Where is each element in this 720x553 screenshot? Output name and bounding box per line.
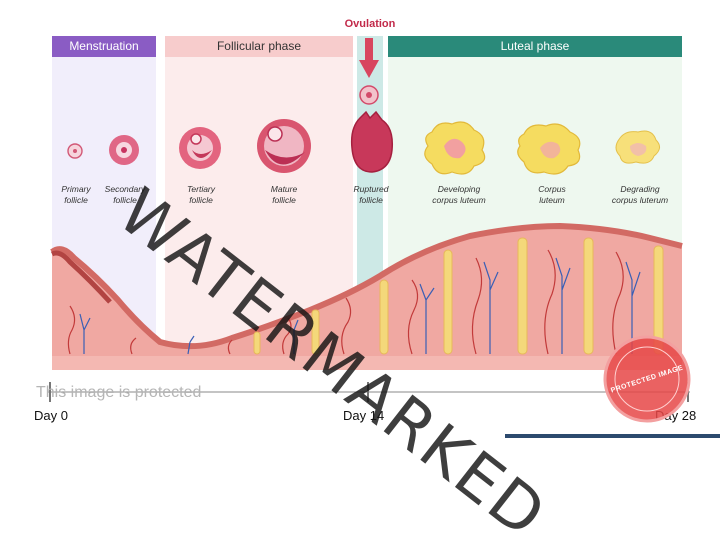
menstruation-header-bar bbox=[52, 36, 156, 57]
developing-corpus-luteum-icon bbox=[424, 121, 486, 175]
stage-caption: Corpus luteum bbox=[520, 184, 584, 206]
ruptured-follicle-icon bbox=[350, 110, 394, 173]
stage-caption: Secondary follicle bbox=[93, 184, 157, 206]
stage-caption: Degrading corpus luterum bbox=[600, 184, 680, 206]
released-egg-icon bbox=[359, 85, 379, 105]
follicular-phase-label: Follicular phase bbox=[216, 39, 302, 53]
day-0-label: Day 0 bbox=[34, 408, 68, 423]
stage-caption: Tertiary follicle bbox=[170, 184, 232, 206]
stage-caption-line1: Tertiary bbox=[186, 184, 216, 194]
stage-caption-line1: Degrading bbox=[620, 184, 660, 194]
ovulation-label: Ovulation bbox=[344, 18, 396, 30]
follicular-header-bar bbox=[165, 36, 353, 57]
stamp-icon bbox=[603, 335, 691, 423]
stage-caption-line2: follicle bbox=[64, 195, 88, 205]
stage-caption: Developing corpus luteum bbox=[418, 184, 500, 206]
secondary-follicle-icon bbox=[109, 135, 139, 165]
stage-caption: Primary follicle bbox=[45, 184, 107, 206]
stage-caption-line2: follicle bbox=[272, 195, 296, 205]
stage-caption-line1: Primary bbox=[61, 184, 91, 194]
stage-caption: Mature follicle bbox=[253, 184, 315, 206]
stage-caption-line1: Corpus bbox=[538, 184, 566, 194]
primary-follicle-icon bbox=[67, 143, 83, 159]
protected-notice: This image is protected bbox=[36, 384, 202, 401]
stage-caption-line2: follicle bbox=[359, 195, 383, 205]
tertiary-follicle-icon bbox=[179, 127, 221, 169]
ovulation-arrow-icon bbox=[359, 38, 379, 78]
protected-image-stamp: PROTECTED IMAGE bbox=[598, 334, 696, 424]
stage-caption-line1: Mature bbox=[270, 184, 298, 194]
luteal-phase-label: Luteal phase bbox=[500, 39, 570, 53]
degrading-corpus-luteum-icon bbox=[615, 130, 660, 164]
stage-caption-line2: luteum bbox=[539, 195, 565, 205]
stage-caption-line1: Secondary bbox=[104, 184, 146, 194]
stage-caption-line2: corpus luterum bbox=[611, 195, 669, 205]
diagram-canvas bbox=[48, 36, 720, 438]
footer-bar bbox=[505, 434, 720, 438]
mature-follicle-icon bbox=[257, 119, 311, 173]
stage-caption-line2: follicle bbox=[113, 195, 137, 205]
stage-caption-line1: Developing bbox=[437, 184, 481, 194]
stage-caption-line1: Ruptured bbox=[353, 184, 389, 194]
menstruation-label: Menstruation bbox=[69, 39, 139, 53]
day-14-label: Day 14 bbox=[343, 408, 385, 423]
stage-caption-line2: follicle bbox=[189, 195, 213, 205]
stage-caption: Ruptured follicle bbox=[340, 184, 402, 206]
corpus-luteum-icon bbox=[517, 123, 581, 175]
blood-vessels bbox=[67, 249, 641, 355]
endometrial-glands bbox=[253, 237, 664, 355]
menstrual-cycle-diagram: Menstruation Follicular phase Luteal pha… bbox=[34, 18, 720, 553]
luteal-header-bar bbox=[388, 36, 682, 57]
stage-caption-line2: corpus luteum bbox=[432, 195, 486, 205]
